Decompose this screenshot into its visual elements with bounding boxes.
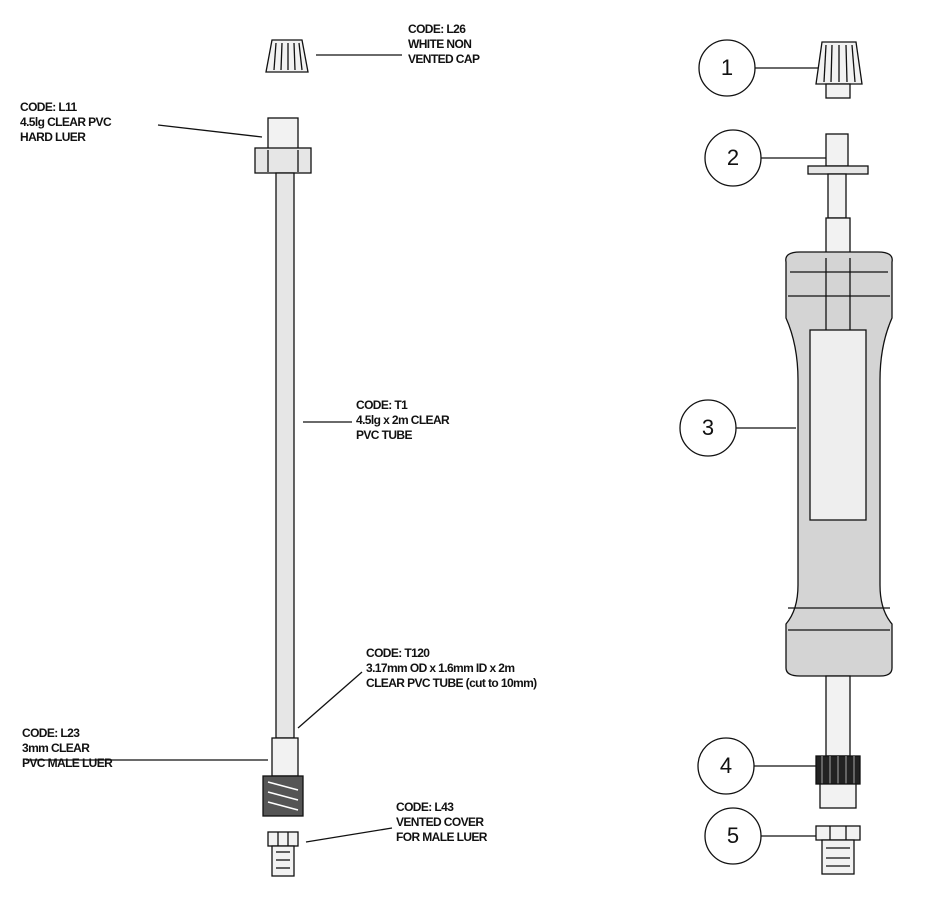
label-l26-line-3: VENTED CAP <box>408 52 480 66</box>
label-l43-line-2: VENTED COVER <box>396 815 484 829</box>
label-l11-line-1: CODE: L11 <box>20 100 77 114</box>
callout-number-4: 4 <box>719 753 733 778</box>
l43-leader-line <box>305 827 393 843</box>
callout-number-1: 1 <box>720 55 734 80</box>
label-l26-line-1: CODE: L26 <box>408 22 466 36</box>
label-l11-line-3: HARD LUER <box>20 130 86 144</box>
part-5-cover <box>815 825 861 875</box>
label-t120-line-2: 3.17mm OD x 1.6mm ID x 2m <box>366 661 515 675</box>
upper-stem <box>825 217 851 259</box>
label-t1: CODE: T1 4.5lg x 2m CLEAR PVC TUBE <box>356 398 450 443</box>
part-4-luer <box>815 755 861 809</box>
callout-number-5: 5 <box>726 823 740 848</box>
lower-stem <box>825 675 851 757</box>
t120-leader-line <box>297 671 363 729</box>
callout-number-3: 3 <box>701 415 715 440</box>
label-t1-line-1: CODE: T1 <box>356 398 408 412</box>
label-l23-line-1: CODE: L23 <box>22 726 80 740</box>
l26-cap-part <box>265 39 309 73</box>
l11-leader-line <box>157 124 263 138</box>
label-l11: CODE: L11 4.5lg CLEAR PVC HARD LUER <box>20 100 112 145</box>
part-3-grip <box>785 251 893 677</box>
l23-luer-part <box>262 737 304 817</box>
callout-number-2: 2 <box>726 145 740 170</box>
l11-luer-part <box>254 117 312 174</box>
label-t1-line-3: PVC TUBE <box>356 428 412 442</box>
label-t120: CODE: T120 3.17mm OD x 1.6mm ID x 2m CLE… <box>366 646 537 691</box>
label-l43-line-3: FOR MALE LUER <box>396 830 487 844</box>
part-2-flange <box>807 133 869 219</box>
label-t120-line-3: CLEAR PVC TUBE (cut to 10mm) <box>366 676 537 690</box>
label-l43-line-1: CODE: L43 <box>396 800 454 814</box>
label-l11-line-2: 4.5lg CLEAR PVC <box>20 115 112 129</box>
label-t1-line-2: 4.5lg x 2m CLEAR <box>356 413 450 427</box>
part-1-cap <box>815 41 863 99</box>
label-l23-line-2: 3mm CLEAR <box>22 741 90 755</box>
label-l26: CODE: L26 WHITE NON VENTED CAP <box>408 22 480 67</box>
label-l23: CODE: L23 3mm CLEAR PVC MALE LUER <box>22 726 113 771</box>
label-l23-line-3: PVC MALE LUER <box>22 756 113 770</box>
label-l43: CODE: L43 VENTED COVER FOR MALE LUER <box>396 800 487 845</box>
label-l26-line-2: WHITE NON <box>408 37 472 51</box>
l43-cover-part <box>267 831 299 877</box>
label-t120-line-1: CODE: T120 <box>366 646 430 660</box>
t1-tube-part <box>275 172 295 739</box>
